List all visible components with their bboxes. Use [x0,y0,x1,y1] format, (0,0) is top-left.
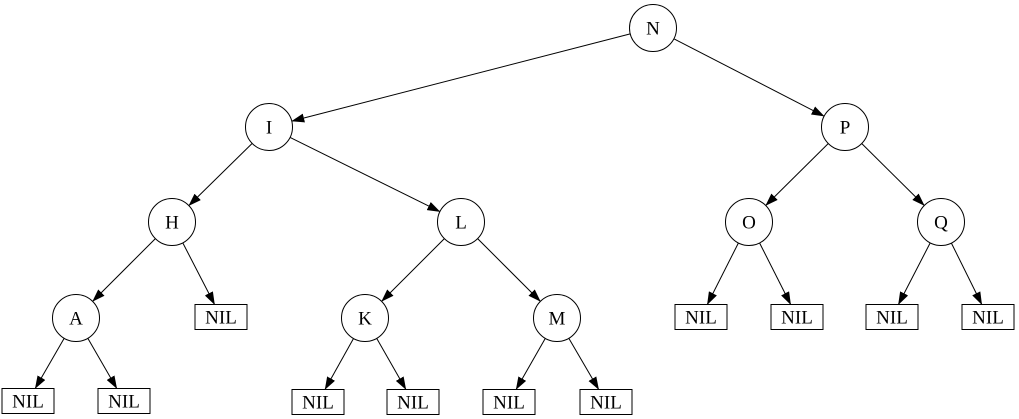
nil-box [674,304,728,330]
nil-leaf: NIL [961,304,1015,330]
node-label: NIL [876,307,908,328]
node-circle [533,294,581,342]
node-label: NIL [781,307,813,328]
edge-O-nil-o-l [706,242,739,305]
nil-leaf: NIL [97,388,151,414]
node-label: NIL [590,392,622,413]
node-label: NIL [397,392,429,413]
edge-N-I [291,33,631,123]
node-label: NIL [12,391,44,412]
nodes-layer: N I P H L O Q A NIL K M NIL NIL NIL NIL NIL NIL NIL NIL NIL… [1,4,1015,415]
tree-node-A: A [52,294,100,342]
tree-node-O: O [725,198,773,246]
node-circle [917,198,965,246]
node-circle [437,198,485,246]
tree-node-P: P [821,103,869,151]
node-circle [52,294,100,342]
node-label: H [165,212,179,233]
tree-node-L: L [437,198,485,246]
nil-box [97,388,151,414]
nil-box [386,389,440,415]
edge-O-nil-o-r [759,242,792,305]
node-label: P [840,117,851,138]
node-label: Q [934,212,948,233]
nil-leaf: NIL [1,388,55,414]
node-label: K [358,308,372,329]
tree-node-N: N [629,4,677,52]
edge-A-nil-a-l [34,338,65,389]
nil-leaf: NIL [865,304,919,330]
node-label: I [266,117,272,138]
edge-Q-nil-q-l [897,242,931,305]
nil-box [482,389,536,415]
edge-L-M [477,238,541,302]
node-label: M [549,308,566,329]
nil-box [961,304,1015,330]
node-label: O [742,212,756,233]
edge-K-nil-k-r [376,338,407,390]
edge-A-nil-a-r [87,338,118,389]
node-label: NIL [493,392,525,413]
edge-N-P [673,38,825,117]
edge-M-nil-m-l [515,338,546,390]
edge-P-Q [861,143,925,206]
nil-leaf: NIL [194,304,248,330]
node-circle [245,103,293,151]
nil-leaf: NIL [579,389,633,415]
nil-leaf: NIL [674,304,728,330]
nil-box [865,304,919,330]
edge-Q-nil-q-r [950,242,983,305]
nil-box [770,304,824,330]
tree-node-I: I [245,103,293,151]
node-circle [821,103,869,151]
nil-leaf: NIL [386,389,440,415]
edge-I-H [188,143,253,206]
nil-box [194,304,248,330]
tree-node-Q: Q [917,198,965,246]
node-circle [341,294,389,342]
nil-leaf: NIL [482,389,536,415]
nil-box [291,389,345,415]
edge-M-nil-m-r [568,338,600,390]
node-label: NIL [302,392,334,413]
edges-layer [34,33,983,390]
node-label: N [646,18,660,39]
node-circle [148,198,196,246]
node-label: NIL [205,307,237,328]
nil-box [1,388,55,414]
node-label: A [69,308,83,329]
tree-node-K: K [341,294,389,342]
tree-node-H: H [148,198,196,246]
edge-H-A [92,238,156,302]
node-label: NIL [972,307,1004,328]
edge-K-nil-k-l [324,338,354,390]
edge-H-nil-h-r [182,242,216,305]
nil-box [579,389,633,415]
edge-I-L [289,136,441,213]
node-circle [629,4,677,52]
nil-leaf: NIL [770,304,824,330]
edge-L-K [381,238,445,302]
nil-leaf: NIL [291,389,345,415]
edge-P-O [765,143,829,206]
tree-node-M: M [533,294,581,342]
node-label: NIL [108,391,140,412]
node-label: NIL [685,307,717,328]
node-label: L [455,212,467,233]
node-circle [725,198,773,246]
